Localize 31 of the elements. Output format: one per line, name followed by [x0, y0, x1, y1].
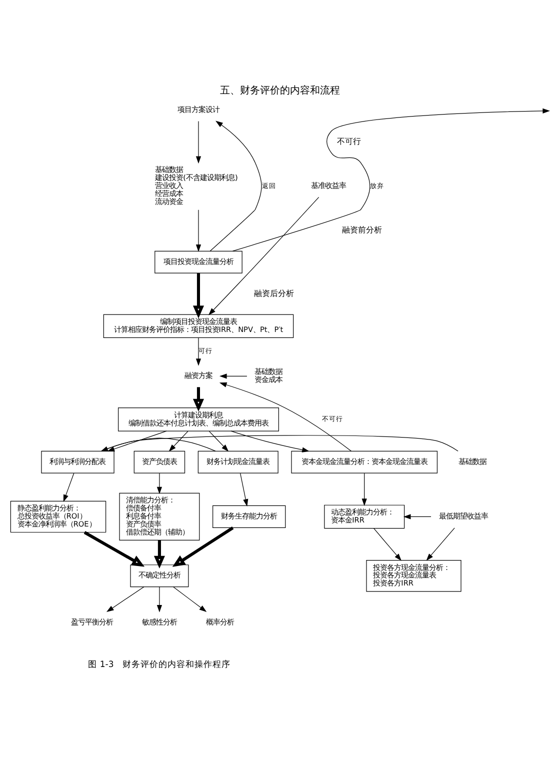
arrow [374, 528, 402, 560]
arrow [403, 514, 432, 519]
arrow [208, 430, 229, 452]
arrow [156, 586, 162, 612]
arrow [84, 530, 145, 566]
arrow [154, 540, 165, 568]
arrow [168, 430, 188, 452]
arrow [232, 108, 550, 251]
arrow [240, 472, 248, 506]
connector [101, 437, 216, 451]
arrow [362, 472, 367, 506]
arrow [426, 527, 455, 560]
caption: 图 1-3 财务评价的内容和操作程序 [88, 659, 231, 670]
arrow [210, 120, 262, 251]
arrow [107, 430, 167, 451]
arrow [230, 430, 310, 452]
arrow [106, 586, 144, 612]
arrow [208, 196, 320, 315]
arrow [100, 434, 458, 451]
arrow [219, 373, 248, 378]
arrow [196, 120, 202, 164]
arrow [196, 337, 202, 366]
arrow [156, 472, 162, 494]
arrow [192, 272, 204, 318]
arrow [192, 386, 204, 411]
arrow [63, 472, 74, 502]
arrow [172, 526, 234, 566]
arrow [173, 586, 207, 612]
arrow [219, 382, 352, 451]
diagram-title: 五、财务评价的内容和流程 [220, 85, 340, 96]
arrow [196, 209, 202, 252]
